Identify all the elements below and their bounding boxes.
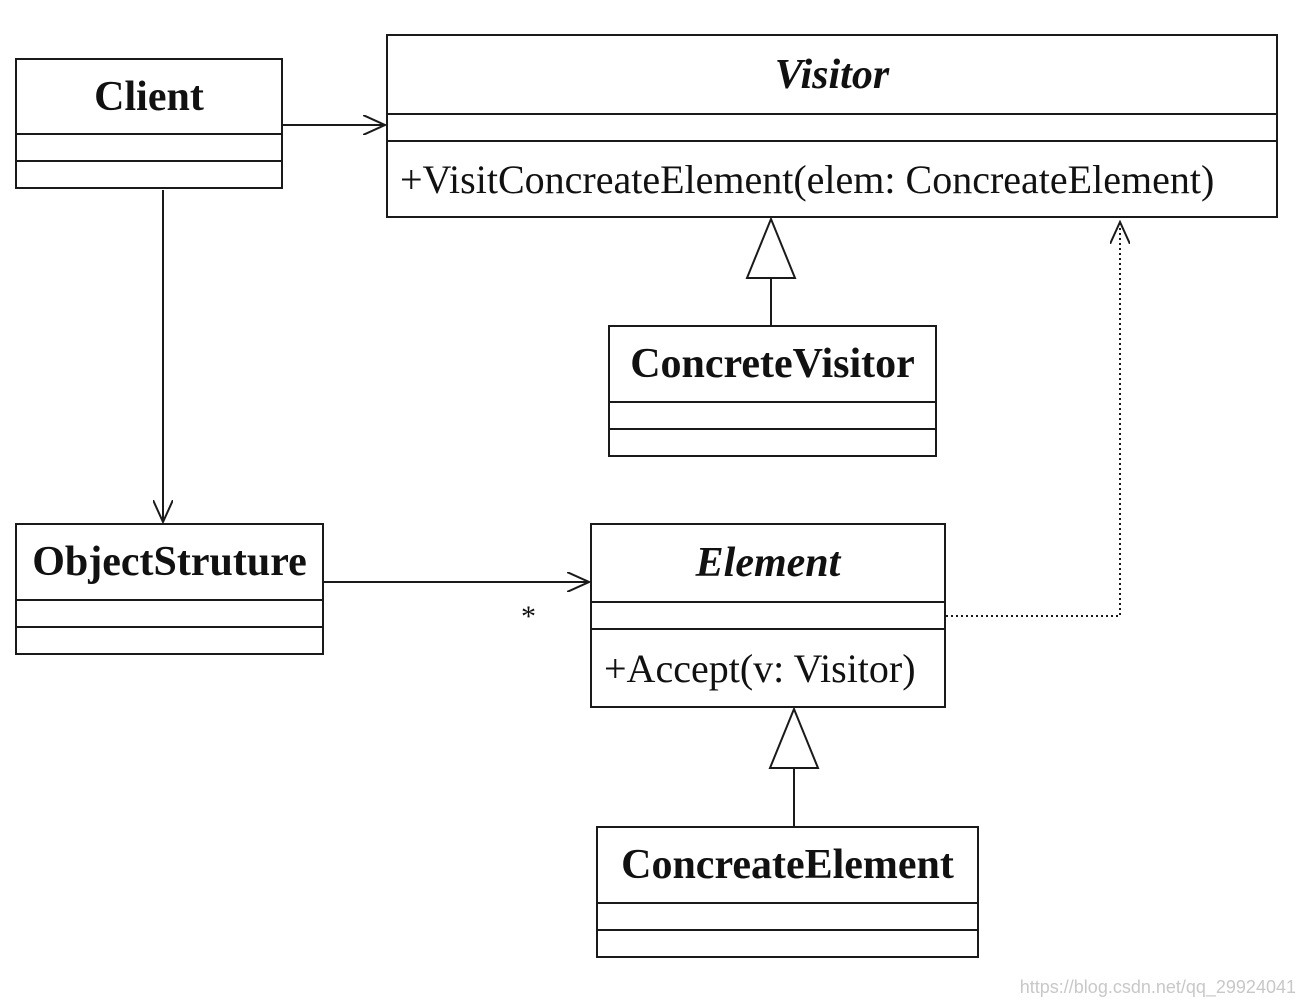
visitor-class[interactable]: Visitor +VisitConcreateElement(elem: Con…: [386, 34, 1278, 218]
element-class[interactable]: Element +Accept(v: Visitor): [590, 523, 946, 708]
visitor-operation: +VisitConcreateElement(elem: ConcreateEl…: [400, 156, 1215, 202]
concretevisitor-operations-compartment: [610, 430, 935, 455]
client-attributes-compartment: [17, 135, 281, 162]
visitor-class-name: Visitor: [388, 36, 1276, 115]
element-visitor-dependency: [946, 222, 1120, 617]
objectstructure-attributes-compartment: [17, 601, 322, 628]
element-class-name: Element: [592, 525, 944, 603]
client-operations-compartment: [17, 162, 281, 187]
concreateelement-class-name: ConcreateElement: [598, 828, 977, 904]
objectstructure-class[interactable]: ObjectStruture: [15, 523, 324, 655]
concreateelement-class[interactable]: ConcreateElement: [596, 826, 979, 958]
client-class[interactable]: Client: [15, 58, 283, 189]
objectstructure-operations-compartment: [17, 628, 322, 653]
concretevisitor-class[interactable]: ConcreteVisitor: [608, 325, 937, 457]
element-multiplicity-label: *: [521, 600, 536, 633]
element-generalization-triangle: [768, 706, 820, 769]
visitor-generalization-triangle: [745, 216, 797, 279]
client-class-name: Client: [17, 60, 281, 135]
concretevisitor-attributes-compartment: [610, 403, 935, 430]
element-attributes-compartment: [592, 603, 944, 630]
concreateelement-operations-compartment: [598, 931, 977, 956]
visitor-attributes-compartment: [388, 115, 1276, 142]
concreateelement-attributes-compartment: [598, 904, 977, 931]
element-operation: +Accept(v: Visitor): [604, 645, 916, 691]
objectstructure-class-name: ObjectStruture: [17, 525, 322, 601]
concretevisitor-class-name: ConcreteVisitor: [610, 327, 935, 403]
watermark-text: https://blog.csdn.net/qq_29924041: [1019, 977, 1296, 997]
